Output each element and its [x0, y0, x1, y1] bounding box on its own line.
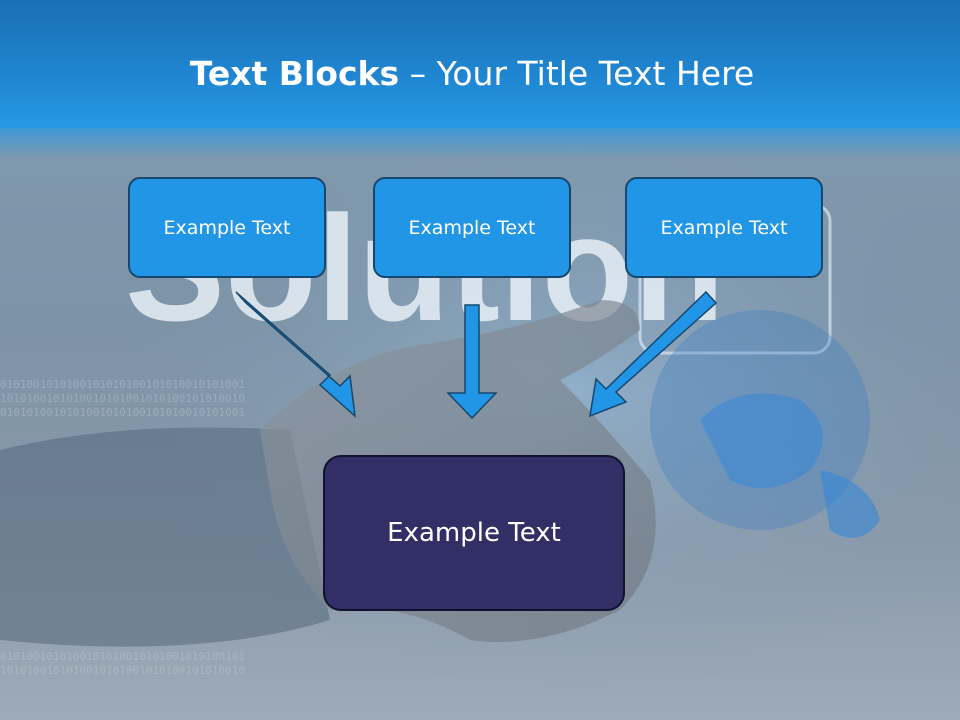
- title-bold: Text Blocks: [189, 54, 400, 93]
- slide-title: Text Blocks – Your Title Text Here: [0, 52, 944, 96]
- title-bar-fade: [0, 120, 960, 160]
- title-dash: –: [399, 54, 437, 93]
- text-box-center-label: Example Text: [408, 216, 536, 239]
- svg-text:010100101010010101001010100101: 0101001010100101010010101001010100101: [0, 650, 245, 663]
- arrow-center: [446, 304, 498, 420]
- arrow-right: [589, 290, 718, 418]
- svg-text:010100101010010101010010101001: 0101001010100101010100101010010101001: [0, 378, 245, 391]
- text-box-left-label: Example Text: [163, 216, 291, 239]
- title-bar: [0, 0, 960, 128]
- text-box-right: Example Text: [625, 177, 823, 278]
- text-box-center: Example Text: [373, 177, 571, 278]
- title-rest: Your Title Text Here: [436, 54, 755, 93]
- arrow-left: [235, 291, 356, 418]
- text-box-right-label: Example Text: [660, 216, 788, 239]
- text-box-bottom-label: Example Text: [387, 518, 561, 548]
- svg-text:010101001010100101010010101001: 0101010010101001010100101010010101001: [0, 406, 245, 419]
- svg-text:101010010101001010100101010010: 1010100101010010101001010100101010010: [0, 392, 245, 405]
- text-box-bottom: Example Text: [323, 455, 625, 611]
- text-box-left: Example Text: [128, 177, 326, 278]
- svg-text:101010010101001010100101010010: 1010100101010010101001010100101010010: [0, 664, 245, 677]
